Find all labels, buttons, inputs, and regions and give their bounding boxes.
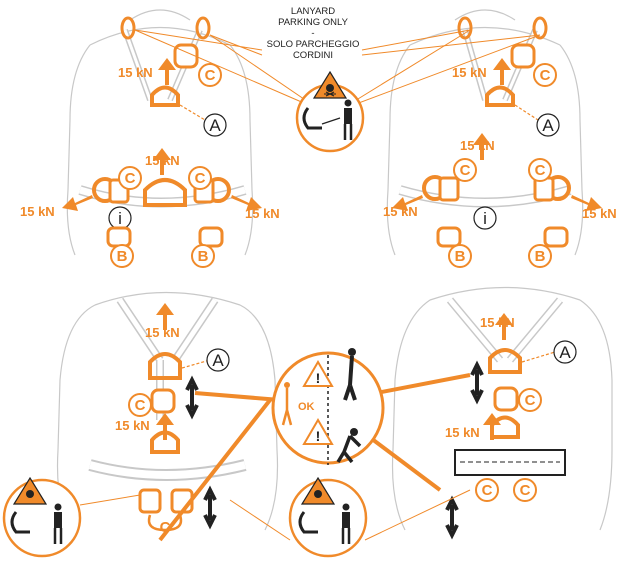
- letter-c-label: C: [525, 392, 536, 409]
- person-icon: [343, 99, 353, 140]
- letter-c-label: C: [460, 162, 471, 179]
- figure-top-left: C 15 kN A 15 kN C C 15 kN 15 kN i: [20, 9, 280, 268]
- svg-text:CORDINI: CORDINI: [293, 50, 333, 61]
- falling-person-icon: [336, 428, 362, 464]
- letter-c-label: C: [125, 170, 136, 187]
- force-label: 15 kN: [115, 418, 150, 433]
- force-label: 15 kN: [452, 65, 487, 80]
- lanyard-icon: [302, 107, 341, 130]
- force-label: 15 kN: [145, 153, 180, 168]
- force-label: 15 kN: [145, 325, 180, 340]
- letter-c-label: C: [160, 519, 171, 536]
- letter-b-label: B: [455, 248, 466, 265]
- parking-warning-circle: [295, 70, 365, 153]
- letter-a-label: A: [212, 351, 224, 370]
- skull-warning-icon: [12, 476, 48, 505]
- letter-c-label: C: [535, 162, 546, 179]
- figure-bottom-right: 15 kN A C 15 kN C C: [391, 286, 613, 540]
- svg-text:LANYARD: LANYARD: [291, 6, 335, 17]
- svg-text:SOLO PARCHEGGIO: SOLO PARCHEGGIO: [267, 39, 360, 50]
- svg-text:!: !: [316, 370, 321, 386]
- skull-warning-icon: [300, 476, 336, 505]
- skull-warning-icon: [312, 70, 348, 99]
- shoulder-loop-icon: [120, 16, 211, 40]
- force-label: 15 kN: [383, 204, 418, 219]
- parking-warning-bottom-center: [229, 476, 471, 558]
- falling-person-icon: [343, 348, 357, 401]
- letter-c-label: C: [520, 482, 531, 499]
- force-label: 15 kN: [445, 425, 480, 440]
- warning-triangle-icon: !: [302, 418, 334, 445]
- letter-a-label: A: [542, 116, 554, 135]
- letter-c-label: C: [482, 482, 493, 499]
- force-label: 15 kN: [460, 138, 495, 153]
- force-label: 15 kN: [245, 206, 280, 221]
- letter-c-label: C: [195, 170, 206, 187]
- force-label: 15 kN: [20, 204, 55, 219]
- letter-c-label: C: [135, 397, 146, 414]
- person-icon: [341, 503, 351, 544]
- lanyard-icon: [10, 511, 30, 534]
- svg-text:-: -: [311, 28, 314, 39]
- letter-b-label: B: [198, 248, 209, 265]
- letter-c-label: C: [205, 67, 216, 84]
- info-icon: i: [483, 209, 487, 228]
- figure-top-right: C 15 kN A 15 kN C C 15 kN 15 kN i B B: [383, 9, 617, 268]
- fall-arrest-inset: ! OK !: [158, 348, 471, 542]
- parking-warning-bottom-left: [2, 476, 141, 558]
- svg-text:!: !: [316, 428, 321, 444]
- figure-bottom-left: 15 kN A C 15 kN C: [56, 291, 279, 536]
- force-label: 15 kN: [582, 206, 617, 221]
- lanyard-parking-note: LANYARD PARKING ONLY - SOLO PARCHEGGIO C…: [134, 6, 541, 111]
- force-label: 15 kN: [480, 315, 515, 330]
- letter-c-label: C: [540, 67, 551, 84]
- force-label: 15 kN: [118, 65, 153, 80]
- ok-label: OK: [298, 401, 315, 413]
- letter-b-label: B: [117, 248, 128, 265]
- person-icon: [53, 503, 63, 544]
- letter-a-label: A: [559, 343, 571, 362]
- person-icon: [281, 382, 293, 426]
- letter-a-label: A: [209, 116, 221, 135]
- svg-text:PARKING ONLY: PARKING ONLY: [278, 17, 349, 28]
- warning-triangle-icon: !: [302, 360, 334, 387]
- lanyard-icon: [298, 511, 318, 534]
- letter-b-label: B: [535, 248, 546, 265]
- info-icon: i: [118, 209, 122, 228]
